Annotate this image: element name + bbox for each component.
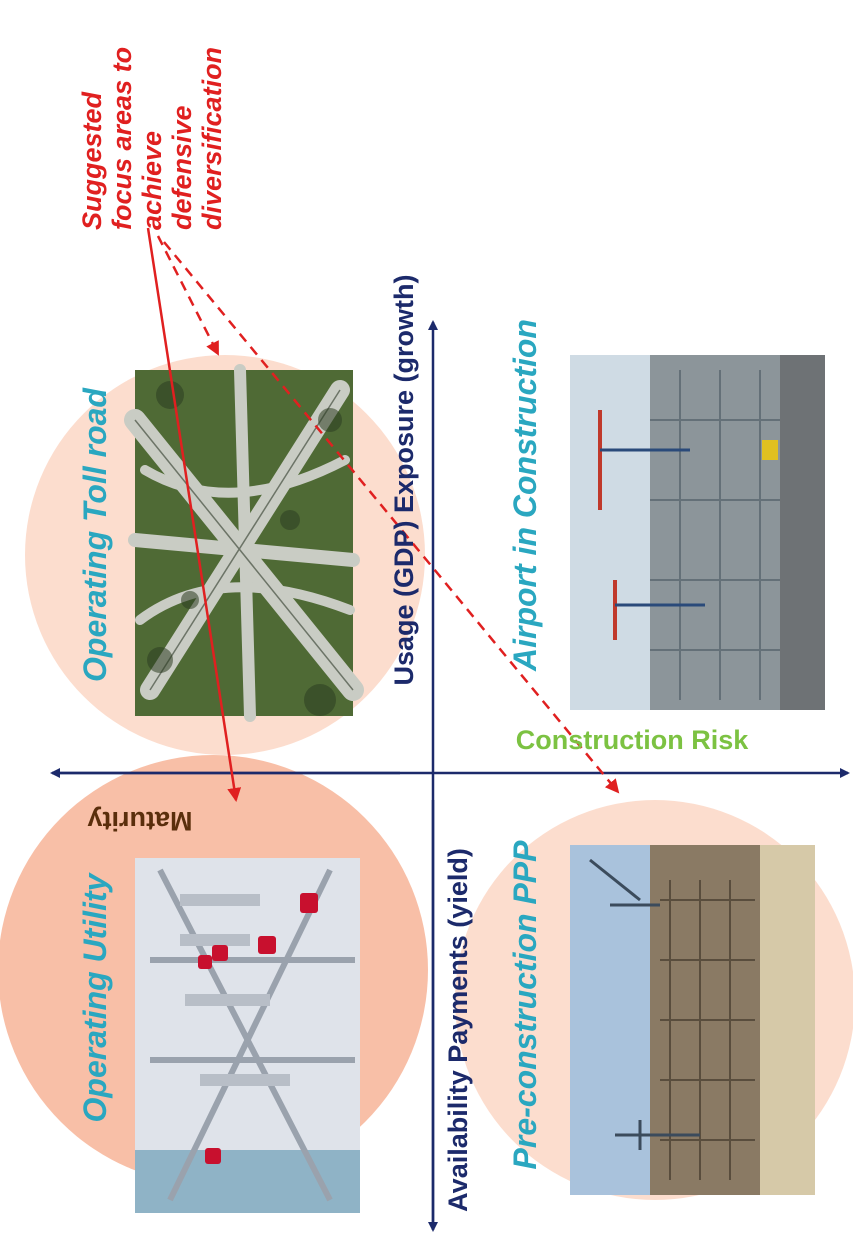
callout-line-3: achieve (137, 131, 167, 230)
quadrant-title-toll-road: Operating Toll road (77, 387, 113, 682)
callout-line-5: diversification (197, 47, 227, 230)
callout-line-2: focus areas to (107, 47, 137, 230)
callout-line-4: defensive (167, 105, 197, 230)
callout-arrow-toll-road (156, 235, 220, 356)
quadrant-title-ppp: Pre-construction PPP (507, 840, 543, 1170)
ppp-construction-photo (570, 845, 815, 1195)
quadrant-title-utility: Operating Utility (77, 871, 113, 1122)
axis-label-availability: Availability Payments (yield) (443, 848, 473, 1212)
callout-line-1: Suggested (77, 91, 107, 230)
quadrant-title-airport: Airport in Construction (507, 319, 543, 672)
callout-arrows (146, 227, 620, 802)
utility-photo (135, 858, 360, 1213)
axis-label-usage: Usage (GDP) Exposure (growth) (389, 274, 419, 685)
axis-label-maturity: Maturity (87, 806, 192, 836)
toll-road-photo (124, 364, 364, 722)
callout-arrow-utility (146, 227, 242, 802)
axis-label-construction-risk: Construction Risk (516, 725, 750, 755)
airport-construction-photo (570, 355, 825, 710)
callout-text: Suggested focus areas to achieve defensi… (77, 47, 227, 230)
axes (50, 320, 850, 1232)
